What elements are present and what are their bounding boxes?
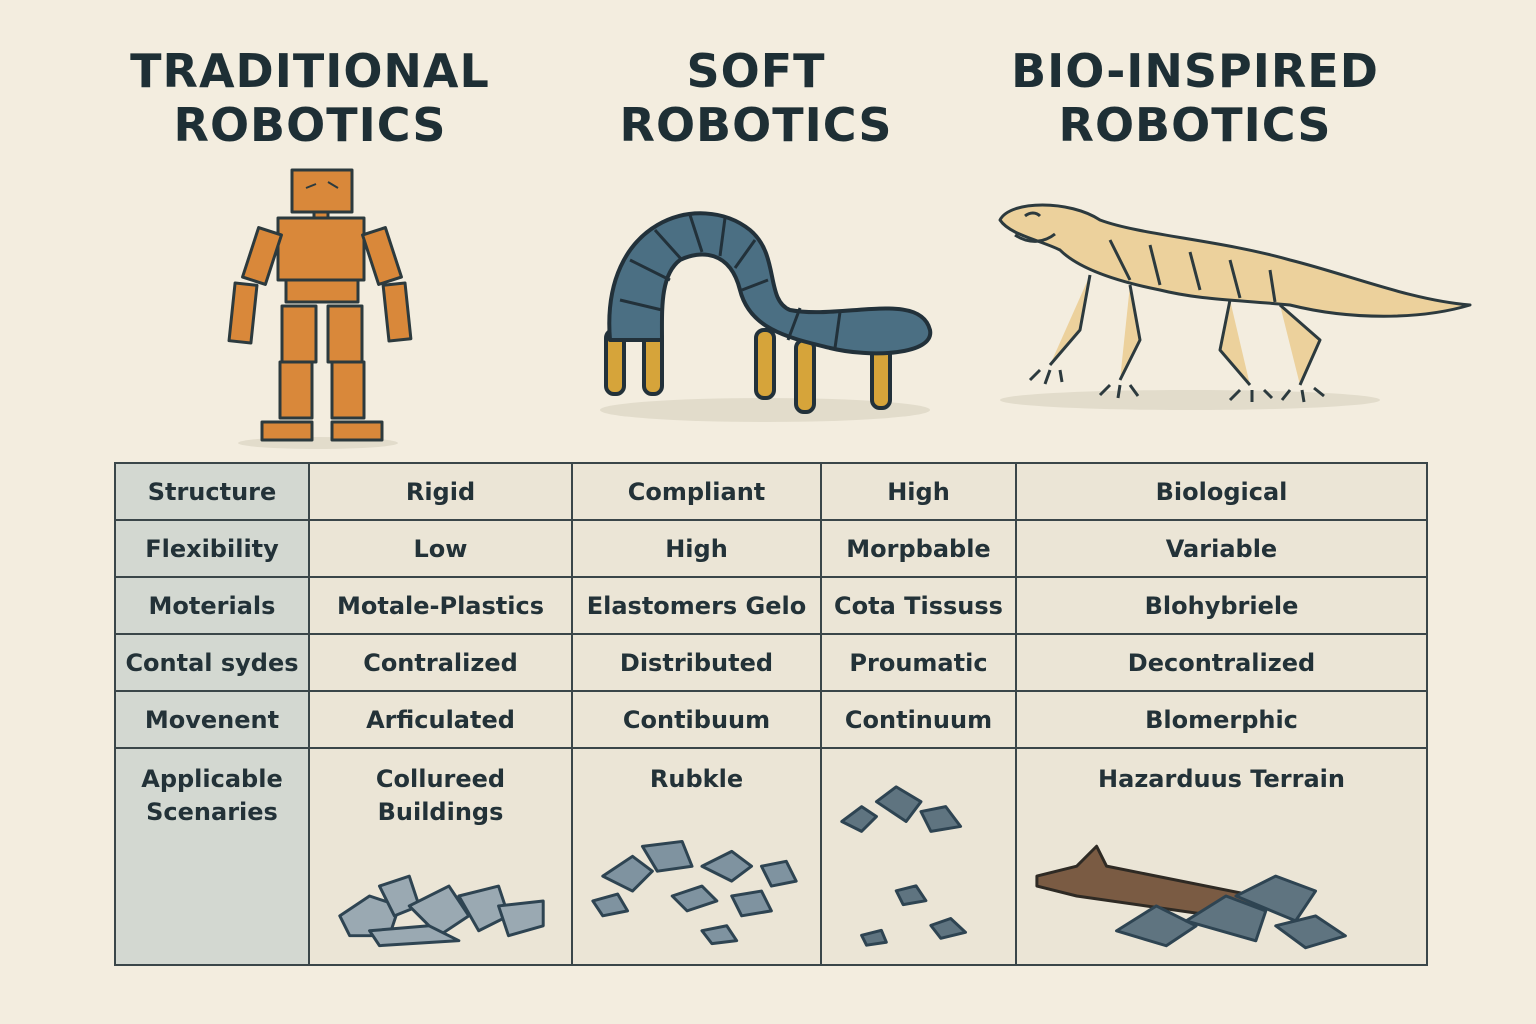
table-cell: Continuum bbox=[820, 690, 1017, 749]
rubble-stones-illustration bbox=[591, 839, 798, 946]
row-label: Moterials bbox=[114, 576, 310, 635]
heading-traditional-robotics: TRADITIONAL ROBOTICS bbox=[100, 44, 520, 152]
table-cell: Distributed bbox=[571, 633, 822, 692]
collapsed-building-rubble-illustration bbox=[338, 874, 545, 948]
table-cell: Motale-Plastics bbox=[308, 576, 573, 635]
scenario-cell-collapsed-buildings: Collureed Buildings bbox=[308, 747, 573, 966]
row-label-line-1: Applicable bbox=[141, 765, 283, 793]
table-cell: High bbox=[820, 462, 1017, 521]
table-cell: Compliant bbox=[571, 462, 822, 521]
scenario-cell-stones bbox=[820, 747, 1017, 966]
row-label: Contal sydes bbox=[114, 633, 310, 692]
scenario-line-1: Collureed bbox=[375, 765, 506, 793]
scenario-line-1: Rubkle bbox=[649, 765, 744, 793]
table-cell: Cota Tissuss bbox=[820, 576, 1017, 635]
table-row: Movenent Arficulated Contibuum Continuum… bbox=[114, 690, 1428, 749]
table-cell: Low bbox=[308, 519, 573, 578]
table-row: Structure Rigid Compliant High Biologica… bbox=[114, 462, 1428, 521]
hazardous-terrain-log-illustration bbox=[1035, 844, 1347, 950]
table-cell: Proumatic bbox=[820, 633, 1017, 692]
table-cell: Decontralized bbox=[1015, 633, 1428, 692]
table-cell: Arficulated bbox=[308, 690, 573, 749]
bio-inspired-robot-illustration bbox=[998, 203, 1472, 410]
table-cell: Morpbable bbox=[820, 519, 1017, 578]
heading-soft-robotics: SOFT ROBOTICS bbox=[546, 44, 966, 152]
heading-bio-inspired-robotics: BIO-INSPIRED ROBOTICS bbox=[985, 44, 1405, 152]
table-cell: Blomerphic bbox=[1015, 690, 1428, 749]
table-cell: High bbox=[571, 519, 822, 578]
row-label: Movenent bbox=[114, 690, 310, 749]
row-label: Applicable Scenaries bbox=[114, 747, 310, 966]
table-cell: Elastomers Gelo bbox=[571, 576, 822, 635]
row-label-line-2: Scenaries bbox=[146, 798, 278, 826]
table-row-scenarios: Applicable Scenaries Collureed Buildings bbox=[114, 747, 1428, 966]
scenario-cell-rubble: Rubkle bbox=[571, 747, 822, 966]
heading-line-2: ROBOTICS bbox=[173, 98, 447, 152]
table-row: Moterials Motale-Plastics Elastomers Gel… bbox=[114, 576, 1428, 635]
soft-robot-illustration bbox=[600, 211, 933, 422]
row-label: Structure bbox=[114, 462, 310, 521]
table-cell: Variable bbox=[1015, 519, 1428, 578]
heading-line-1: SOFT bbox=[686, 44, 826, 98]
table-row: Flexibility Low High Morpbable Variable bbox=[114, 519, 1428, 578]
heading-line-1: TRADITIONAL bbox=[130, 44, 490, 98]
row-label: Flexibility bbox=[114, 519, 310, 578]
table-cell: Rigid bbox=[308, 462, 573, 521]
table-cell: Contralized bbox=[308, 633, 573, 692]
comparison-table: Structure Rigid Compliant High Biologica… bbox=[114, 462, 1428, 966]
scenario-line-1: Hazarduus Terrain bbox=[1098, 765, 1345, 793]
heading-line-2: ROBOTICS bbox=[619, 98, 893, 152]
table-row: Contal sydes Contralized Distributed Pro… bbox=[114, 633, 1428, 692]
scenario-line-2: Buildings bbox=[377, 798, 504, 826]
scenario-cell-hazardous-terrain: Hazarduus Terrain bbox=[1015, 747, 1428, 966]
scattered-stones-illustration bbox=[840, 785, 967, 947]
table-cell: Contibuum bbox=[571, 690, 822, 749]
table-cell: Biological bbox=[1015, 462, 1428, 521]
heading-line-2: ROBOTICS bbox=[1058, 98, 1332, 152]
table-cell: Blohybriele bbox=[1015, 576, 1428, 635]
heading-line-1: BIO-INSPIRED bbox=[1011, 44, 1379, 98]
traditional-robot-illustration bbox=[227, 168, 413, 449]
